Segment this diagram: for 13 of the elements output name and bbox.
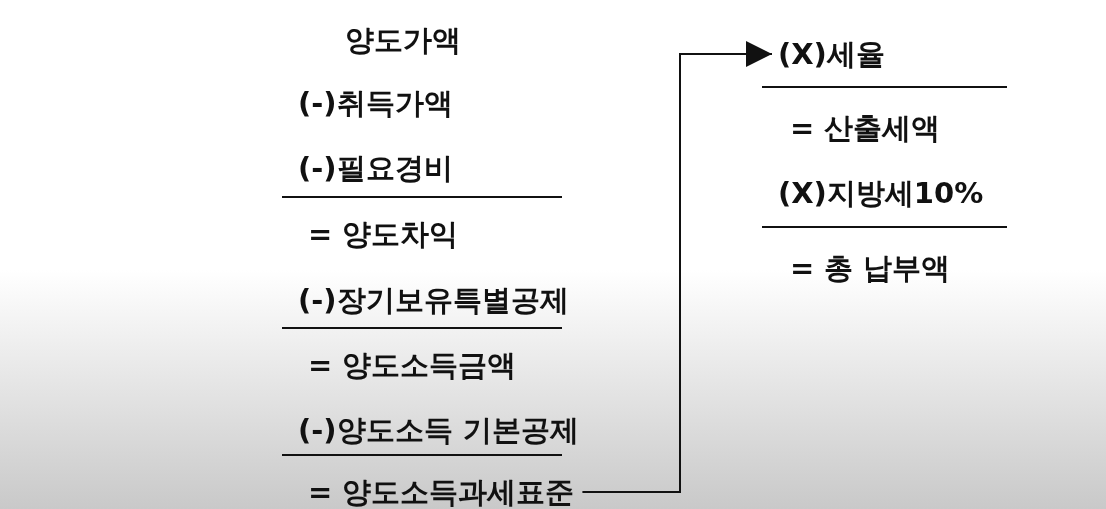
line-item: = 총 납부액 [790,250,951,286]
line-item: = 양도소득금액 [308,347,517,383]
line-item: (-)장기보유특별공제 [298,282,569,318]
line-item: = 양도차익 [308,216,459,252]
line-item: (X)지방세10% [778,175,984,211]
line-item: (-)양도소득 기본공제 [298,412,579,448]
line-item: (-)취득가액 [298,85,453,121]
line-item: = 산출세액 [790,110,941,146]
line-item: (-)필요경비 [298,150,453,186]
line-item: 양도가액 [345,22,461,58]
line-item: (X)세율 [778,36,885,72]
line-item: = 양도소득과세표준 [308,474,575,509]
arrow [581,41,773,493]
